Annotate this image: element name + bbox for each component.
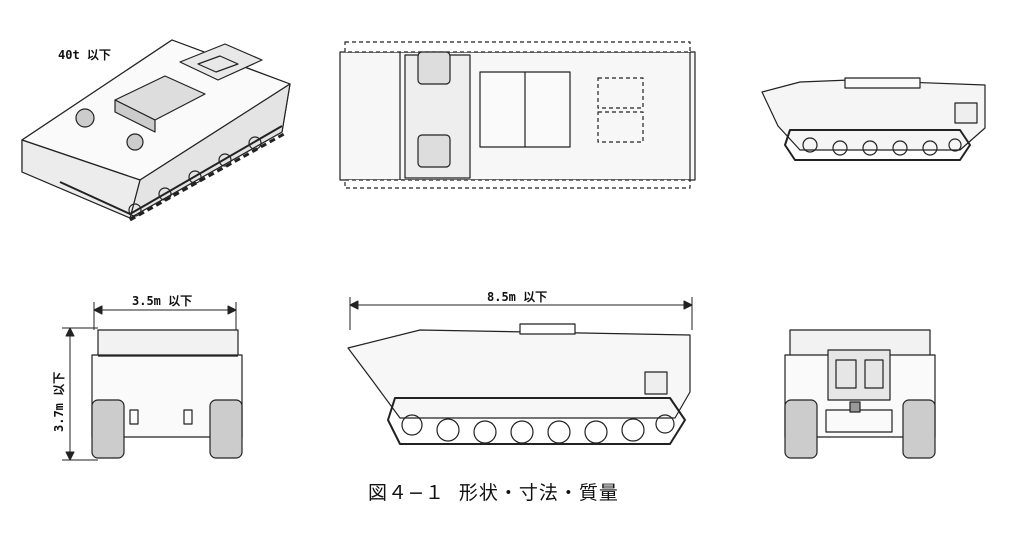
length-dimension-line <box>349 297 693 330</box>
isometric-view <box>21 39 291 222</box>
front-view <box>91 329 243 459</box>
top-view <box>339 41 696 189</box>
figure-number: 図４−１ <box>368 482 445 504</box>
rear-view <box>784 329 936 459</box>
height-dimension-line <box>62 327 98 461</box>
weight-label: 40t 以下 <box>58 48 111 62</box>
side-view <box>347 323 691 445</box>
figure-title: 形状・寸法・質量 <box>458 482 619 504</box>
width-label: 3.5m 以下 <box>132 294 193 308</box>
side-view-small <box>761 77 986 161</box>
width-dimension-line <box>93 302 237 330</box>
figure-caption: 図４−１ 形状・寸法・質量 <box>368 478 633 505</box>
length-label: 8.5m 以下 <box>487 290 548 304</box>
height-label: 3.7m 以下 <box>52 371 66 432</box>
